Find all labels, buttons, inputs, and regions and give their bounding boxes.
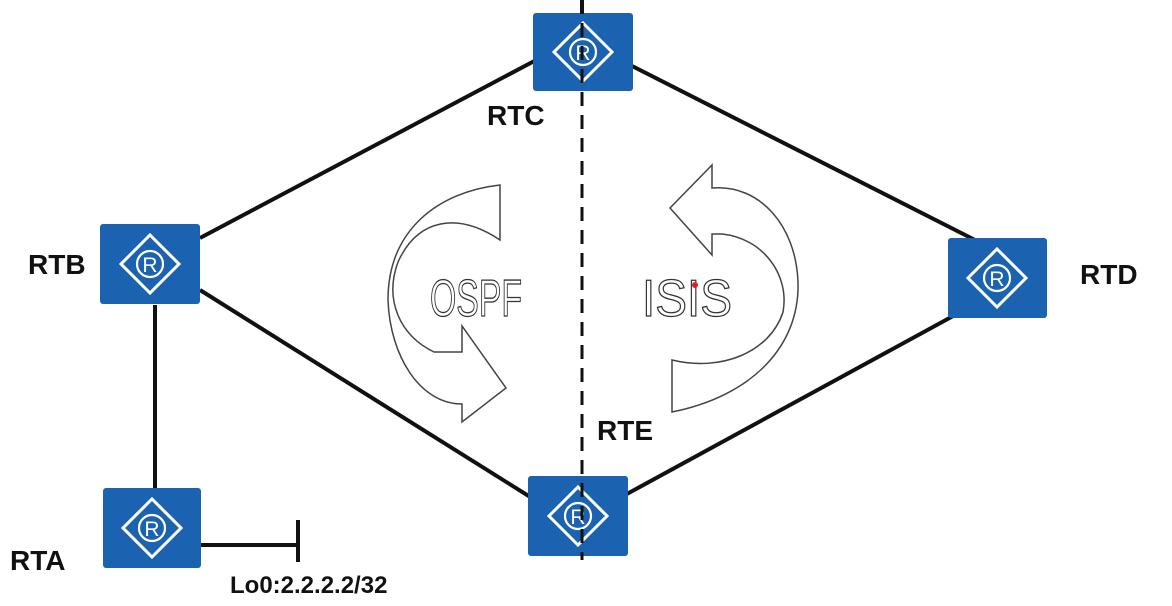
ospf-rotation-arrow-icon <box>387 184 508 424</box>
ospf-label: OSPF <box>430 270 522 328</box>
svg-text:R: R <box>142 254 157 277</box>
isis-rotation-arrow-icon <box>668 163 799 413</box>
router-rtd-label: RTD <box>1080 259 1138 290</box>
router-rtb-label: RTB <box>28 249 86 280</box>
router-rta-label: RTA <box>10 545 65 576</box>
router-icon: R <box>965 246 1029 310</box>
router-icon: R <box>120 496 184 560</box>
router-rtb-box <box>100 224 200 304</box>
router-rta-box <box>103 488 201 568</box>
loopback-address-label: Lo0:2.2.2.2/32 <box>230 572 387 599</box>
link-rtb-rtc <box>199 56 541 240</box>
router-rte-label: RTE <box>597 415 653 446</box>
router-rtc-label: RTC <box>487 100 545 131</box>
router-rte-box <box>528 476 628 556</box>
router-rte[interactable]: R <box>528 476 628 556</box>
router-icon: R <box>118 232 182 296</box>
link-rtb-rte <box>198 288 537 502</box>
router-rtb[interactable]: R <box>100 224 200 304</box>
svg-text:R: R <box>989 268 1004 291</box>
svg-text:R: R <box>144 518 159 541</box>
red-dot-marker <box>692 282 698 288</box>
isis-label: ISIS <box>642 270 732 328</box>
router-rta[interactable]: R <box>103 488 201 568</box>
links <box>153 56 976 562</box>
link-rte-rtd <box>624 313 956 497</box>
router-rtd-box <box>948 238 1047 318</box>
router-rtd[interactable]: R <box>948 238 1047 318</box>
link-rtc-rtd <box>629 63 976 242</box>
